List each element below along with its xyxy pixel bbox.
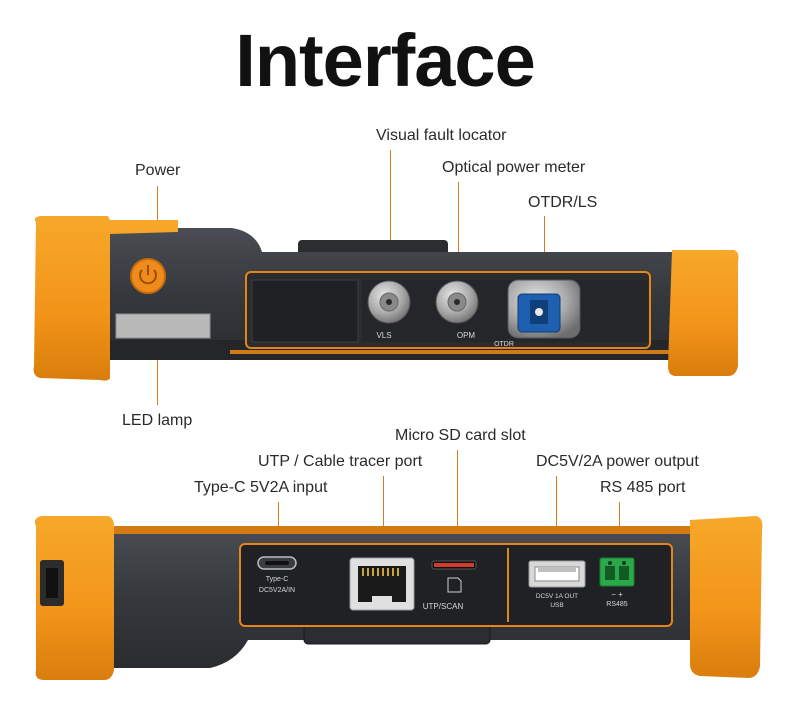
bottom-right-bumper bbox=[690, 516, 763, 678]
bottom-device-view: Type-C DC5V2A/IN UTP/SCAN DC5V 1A OUT US… bbox=[34, 516, 763, 680]
micro-sd-leader-line bbox=[457, 450, 458, 558]
typec-label-1: Type-C bbox=[266, 576, 289, 583]
opm-leader-line bbox=[458, 182, 459, 272]
led-lamp-callout: LED lamp bbox=[122, 412, 193, 429]
typec-label-2: DC5V2A/IN bbox=[259, 587, 295, 594]
opm-callout: Optical power meter bbox=[442, 159, 586, 176]
rs485-callout: RS 485 port bbox=[600, 479, 686, 496]
top-left-bumper bbox=[33, 216, 178, 381]
rs485-label: RS485 bbox=[606, 601, 628, 608]
utp-scan-label: UTP/SCAN bbox=[423, 602, 464, 611]
top-device-view: VLS OPM OTDR bbox=[33, 216, 739, 381]
led-lamp bbox=[115, 313, 211, 339]
power-button[interactable] bbox=[130, 258, 166, 294]
utp-callout: UTP / Cable tracer port bbox=[258, 453, 423, 470]
vls-port-label: VLS bbox=[376, 331, 391, 340]
vfl-leader-line bbox=[390, 150, 391, 272]
opm-port-label: OPM bbox=[457, 331, 476, 340]
led-lamp-leader-line bbox=[157, 345, 158, 405]
rs485-polarity-label: − + bbox=[611, 590, 623, 599]
power-leader-line bbox=[157, 186, 158, 246]
otdr-callout: OTDR/LS bbox=[528, 194, 598, 211]
sd-card-icon bbox=[447, 577, 462, 593]
usb-label-1: DC5V 1A OUT bbox=[536, 593, 578, 600]
bottom-left-bumper bbox=[34, 516, 114, 680]
micro-sd-callout: Micro SD card slot bbox=[395, 427, 526, 444]
power-callout: Power bbox=[135, 162, 181, 179]
dc-out-leader-line bbox=[556, 476, 557, 556]
dc-out-callout: DC5V/2A power output bbox=[536, 453, 699, 470]
power-icon bbox=[139, 269, 157, 285]
typec-callout: Type-C 5V2A input bbox=[194, 479, 328, 496]
vfl-callout: Visual fault locator bbox=[376, 127, 507, 144]
top-blank-cover bbox=[251, 279, 359, 343]
page-title: Interface bbox=[235, 19, 535, 102]
usb-label-2: USB bbox=[550, 602, 563, 609]
otdr-port-label: OTDR bbox=[494, 341, 514, 348]
top-right-bumper bbox=[668, 250, 739, 376]
utp-leader-line bbox=[383, 476, 384, 558]
